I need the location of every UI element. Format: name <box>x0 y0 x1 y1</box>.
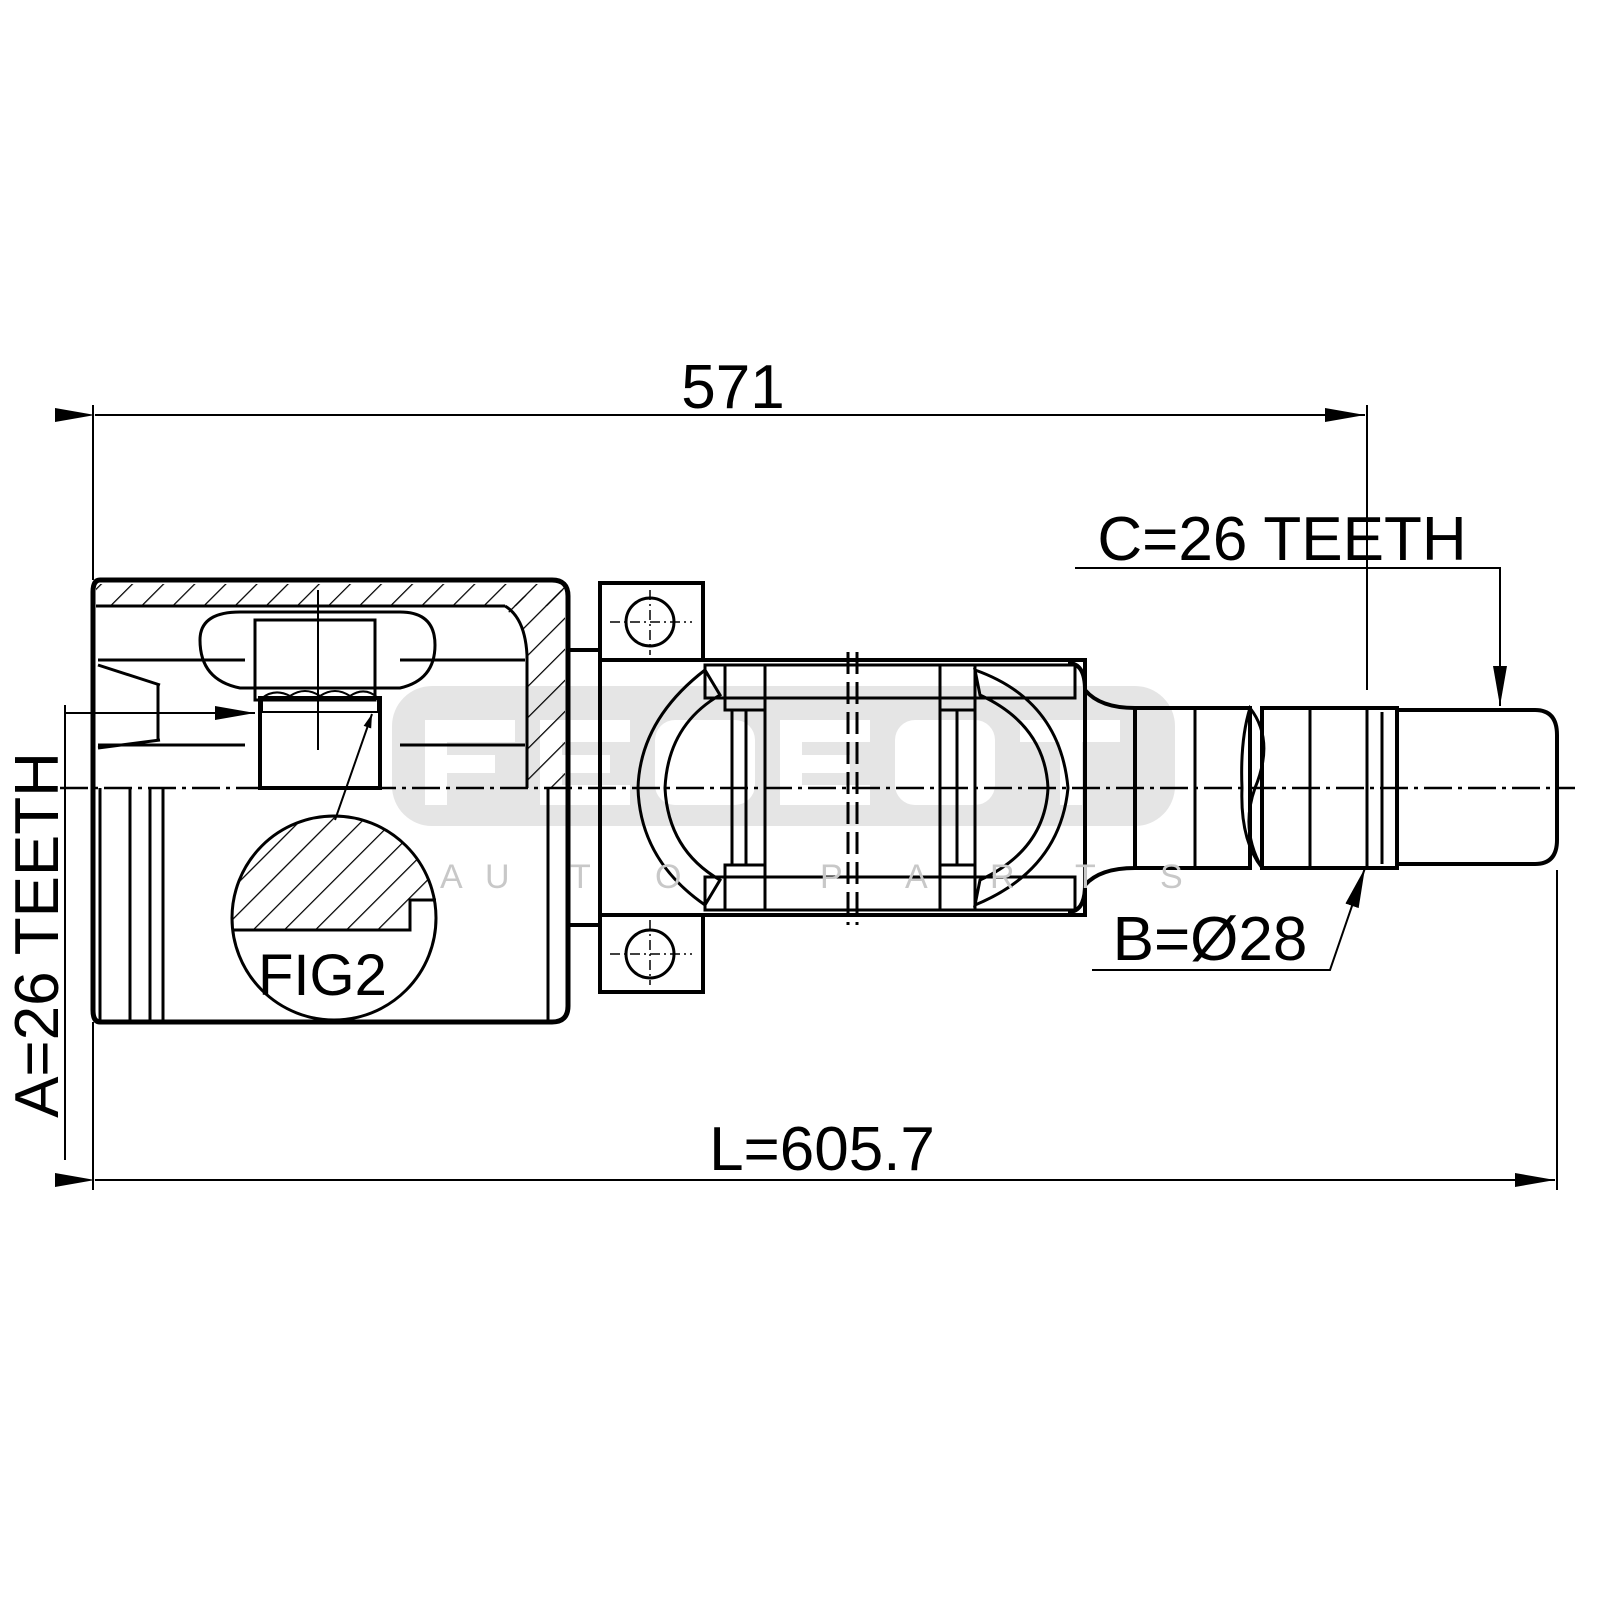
svg-text:R: R <box>990 858 1015 896</box>
watermark <box>392 686 1175 826</box>
dimension-571-label: 571 <box>681 353 784 422</box>
spline-c-leader <box>1075 567 1507 706</box>
svg-text:T: T <box>570 858 591 896</box>
svg-text:A: A <box>440 858 463 896</box>
svg-text:P: P <box>820 858 843 896</box>
diameter-b-label: B=Ø28 <box>1113 905 1308 974</box>
fig2-label: FIG2 <box>258 943 387 1008</box>
dimension-length-label: L=605.7 <box>709 1115 935 1184</box>
spline-c-label: C=26 TEETH <box>1097 505 1466 574</box>
svg-text:A: A <box>905 858 928 896</box>
diameter-b-leader <box>1092 867 1366 971</box>
svg-text:T: T <box>1075 858 1096 896</box>
spline-a-label: A=26 TEETH <box>3 752 72 1118</box>
svg-text:O: O <box>655 858 681 896</box>
extension-lines <box>64 405 1558 1190</box>
svg-text:S: S <box>1160 858 1183 896</box>
outer-housing <box>65 577 571 1025</box>
svg-text:U: U <box>485 858 510 896</box>
support-bearing <box>598 581 705 994</box>
fig2-leader <box>334 713 373 821</box>
fig2-detail: FIG2 <box>230 814 438 1022</box>
